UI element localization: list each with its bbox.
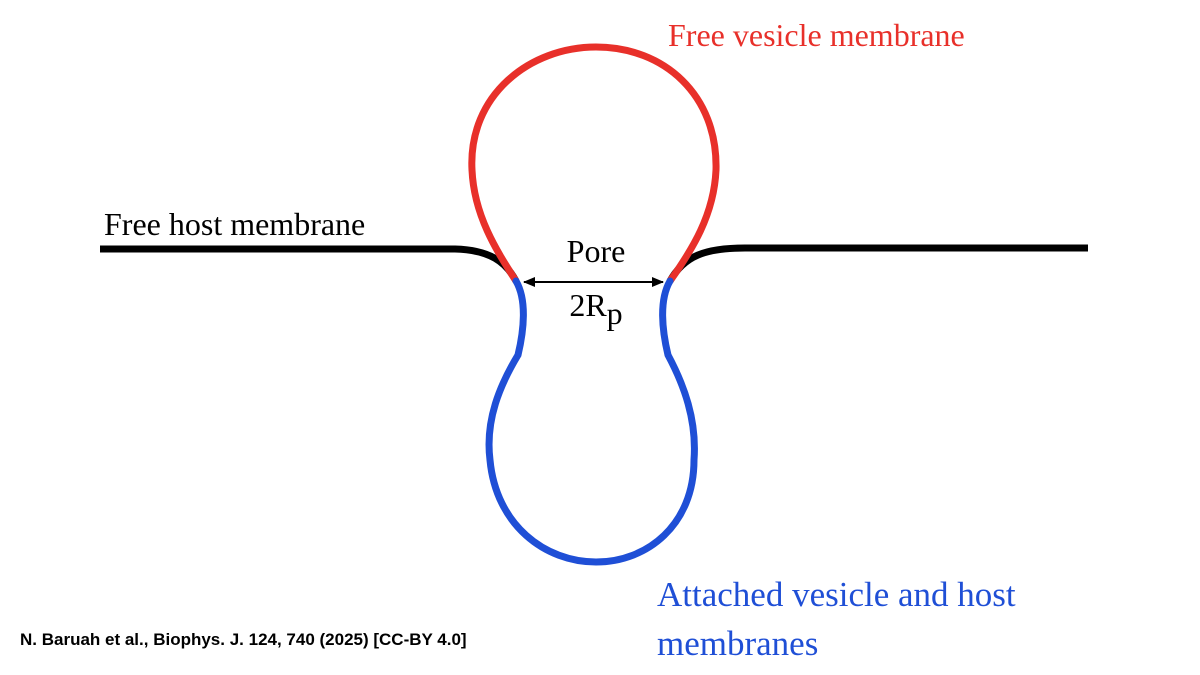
attached-membranes-label-line2: membranes [657,624,818,663]
free-vesicle-membrane-label: Free vesicle membrane [668,17,965,53]
attached-vesicle-host-membrane [485,277,698,566]
free-host-membrane-right [666,244,1088,283]
free-vesicle-membrane [468,43,720,285]
citation-text: N. Baruah et al., Biophys. J. 124, 740 (… [20,630,467,649]
free-host-membrane-label: Free host membrane [104,206,365,242]
pore-label: Pore [567,233,626,269]
pore-size-subscript: p [607,295,623,331]
attached-membranes-label-line1: Attached vesicle and host [657,575,1016,614]
free-host-membrane-left [100,245,520,283]
pore-size-label: 2Rp [569,287,622,331]
pore-size-main: 2R [569,287,607,323]
